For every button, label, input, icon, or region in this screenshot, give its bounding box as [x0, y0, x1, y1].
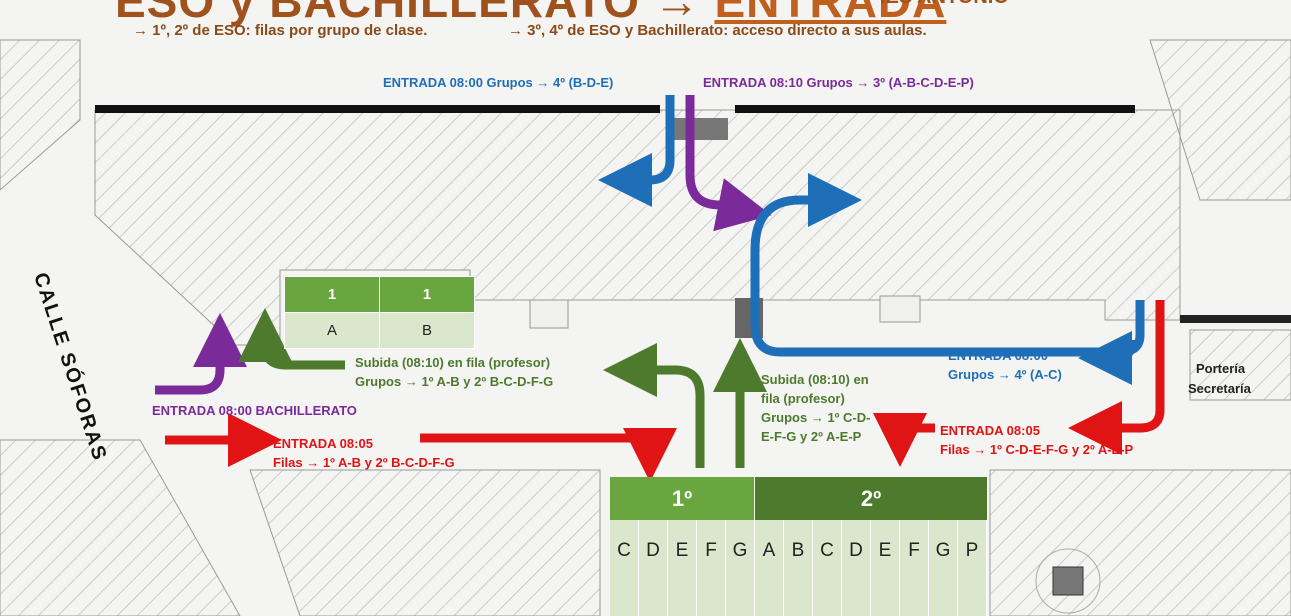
- group-letter: P: [958, 520, 987, 616]
- label-green-mid-1: Subida (08:10) en: [761, 372, 869, 387]
- group-letter: E: [871, 520, 900, 616]
- small-table-cell: A: [284, 312, 380, 349]
- label-red-right-1: ENTRADA 08:05: [940, 423, 1040, 438]
- label-green-left-1: Subida (08:10) en fila (profesor): [355, 355, 551, 370]
- group-letter: D: [639, 520, 668, 616]
- arrow-icon: [603, 343, 705, 468]
- small-group-table: 1 1 A B: [284, 276, 475, 349]
- label-red-left-2: Filas → 1º A-B y 2º B-C-D-F-G: [273, 455, 455, 470]
- group-letter: A: [755, 520, 784, 616]
- label-red-right-2: Filas → 1º C-D-E-F-G y 2º A-E-P: [940, 442, 1134, 457]
- label-blue-right-1: ENTRADA 08:00: [948, 348, 1048, 363]
- small-table-header: 1: [284, 276, 380, 313]
- arrow-icon: [238, 308, 345, 370]
- arrow-icon: [1068, 300, 1165, 455]
- label-green-mid-4: E-F-G y 2º A-E-P: [761, 429, 862, 444]
- school-name: IES ANTONIO: [880, 0, 1009, 9]
- arrow-icon: [685, 95, 772, 232]
- page-title: ESO y BACHILLERATO → ENTRADA: [115, 0, 947, 27]
- arrow-icon: [420, 427, 677, 482]
- note-left: → 1º, 2º de ESO: filas por grupo de clas…: [133, 22, 428, 39]
- group-letter: F: [697, 520, 726, 616]
- group-letter: C: [610, 520, 639, 616]
- label-top-blue: ENTRADA 08:00 Grupos → 4º (B-D-E): [383, 75, 614, 90]
- group-letter: G: [929, 520, 958, 616]
- porteria-label: Portería: [1196, 361, 1246, 376]
- group-letter: F: [900, 520, 929, 616]
- group-letter: C: [813, 520, 842, 616]
- label-red-left-1: ENTRADA 08:05: [273, 436, 373, 451]
- arrow-icon: [873, 412, 935, 467]
- group-letter: D: [842, 520, 871, 616]
- secretaria-label: Secretaría: [1188, 381, 1251, 396]
- label-green-left-2: Grupos → 1º A-B y 2º B-C-D-F-G: [355, 374, 554, 389]
- arrow-icon: [155, 313, 247, 395]
- small-table-header: 1: [379, 276, 475, 313]
- table-header-1: 1º: [610, 477, 754, 520]
- big-group-table: 1º 2º C D E F G A B C D E F G P: [610, 477, 987, 616]
- arrow-icon: [1078, 331, 1137, 385]
- label-blue-right-2: Grupos → 4º (A-C): [948, 367, 1062, 382]
- group-letter: B: [784, 520, 813, 616]
- label-green-mid-3: Grupos → 1º C-D-: [761, 410, 871, 425]
- note-right: → 3º, 4º de ESO y Bachillerato: acceso d…: [508, 22, 927, 39]
- group-letter: G: [726, 520, 755, 616]
- label-top-purple: ENTRADA 08:10 Grupos → 3º (A-B-C-D-E-P): [703, 75, 974, 90]
- label-bachillerato: ENTRADA 08:00 BACHILLERATO: [152, 403, 357, 418]
- table-header-2: 2º: [755, 477, 987, 520]
- small-table-cell: B: [379, 312, 475, 349]
- arrow-icon: [598, 95, 675, 207]
- label-green-mid-2: fila (profesor): [761, 391, 845, 406]
- group-letter: E: [668, 520, 697, 616]
